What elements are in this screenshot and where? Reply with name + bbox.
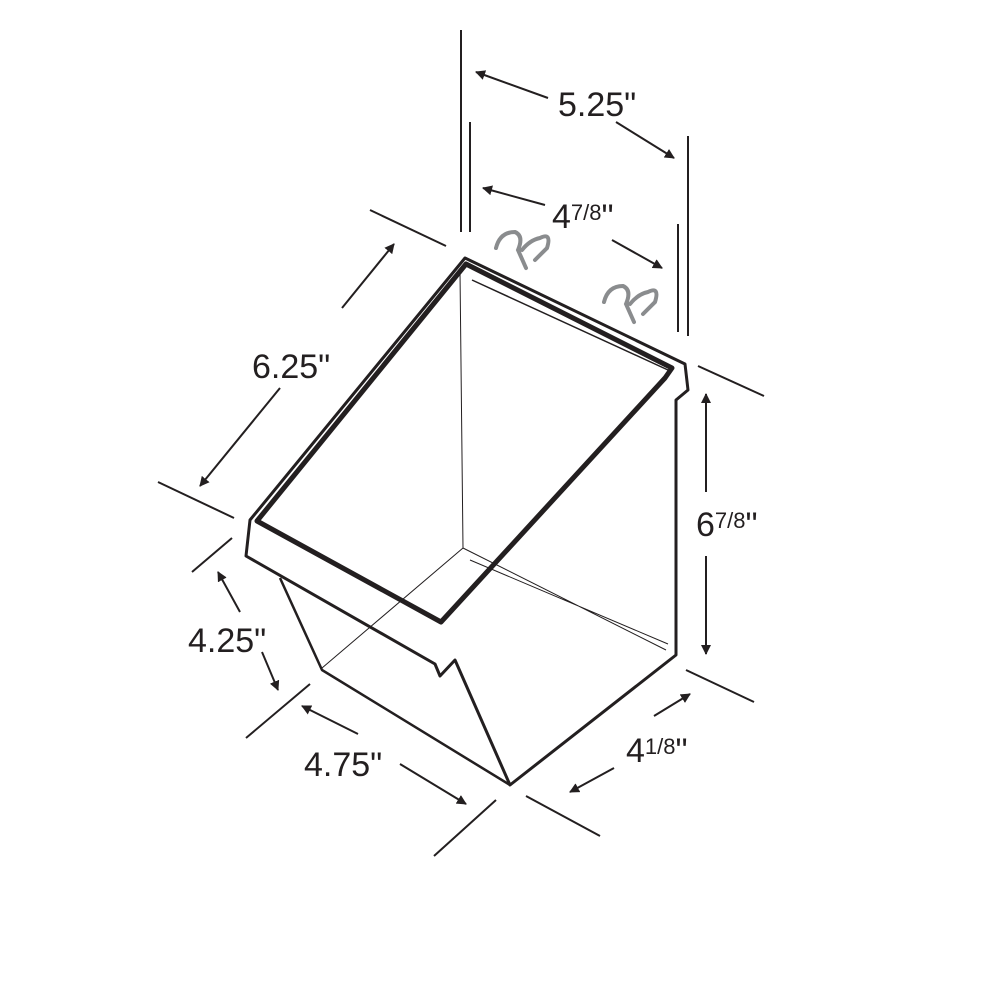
dim-front-height: 4.25" [188, 622, 266, 660]
dimension-lines [157, 30, 765, 857]
dim-height: 67/8" [696, 506, 758, 544]
back-edge [321, 271, 669, 669]
dim-hook-spacing: 47/8" [552, 198, 614, 236]
hook-left-icon [494, 229, 551, 270]
bin-outline [244, 256, 690, 787]
dim-depth: 6.25" [252, 348, 330, 386]
bin-left-side [278, 577, 511, 787]
slatwall-hooks [494, 229, 659, 324]
dim-overall-width: 5.25" [558, 86, 636, 124]
rim-band [471, 279, 669, 371]
rim-inner [254, 261, 675, 625]
acrylic-bin [244, 256, 690, 787]
dim-bottom-depth: 41/8" [626, 732, 688, 770]
hook-right-icon [602, 283, 659, 324]
dim-bottom-width: 4.75" [304, 746, 382, 784]
